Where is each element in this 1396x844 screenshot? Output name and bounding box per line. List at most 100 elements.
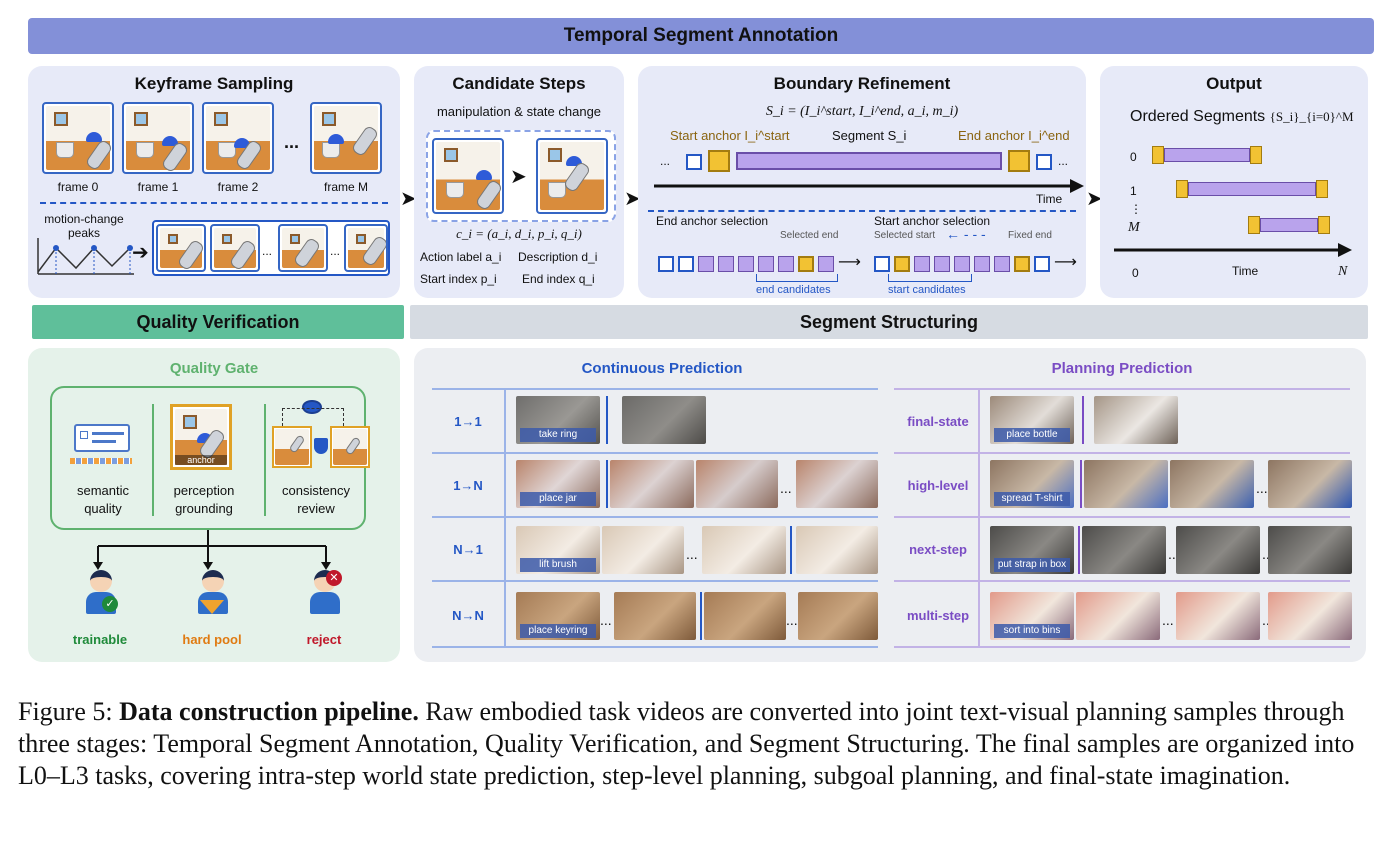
ordered-segments-math: {S_i}_{i=0}^M [1269, 109, 1354, 124]
document-icon [74, 424, 130, 452]
video-thumbnail [1076, 592, 1160, 640]
ellipsis: ... [1262, 546, 1274, 562]
table-rule [432, 646, 878, 648]
segment-cell [738, 256, 754, 272]
video-thumbnail: put strap in box [990, 526, 1074, 574]
video-thumbnail [1084, 460, 1168, 508]
row-label: high-level [907, 478, 969, 493]
table-rule [432, 580, 878, 582]
divider [152, 404, 154, 516]
continuous-prediction-title: Continuous Prediction [581, 360, 743, 377]
segment-cell [718, 256, 734, 272]
motion-curve [37, 238, 134, 275]
axis-time-label: Time [1232, 264, 1259, 278]
dashed-divider [40, 202, 388, 204]
video-thumbnail [1094, 396, 1178, 444]
consistency-frame-b [330, 426, 370, 468]
boundary-refinement-panel: Boundary Refinement S_i = (I_i^start, I_… [638, 66, 1086, 298]
axis-start-label: 0 [1132, 266, 1139, 280]
keyframe-image [42, 102, 114, 174]
divider [264, 404, 266, 516]
row-label: final-state [907, 414, 969, 429]
end-index-text: End index q_i [522, 272, 595, 286]
video-thumbnail [1082, 526, 1166, 574]
frame-cell [678, 256, 694, 272]
keyframe-sampling-panel: Keyframe Sampling ... frame 0 frame 1 fr… [28, 66, 400, 298]
step-end-image [536, 138, 608, 214]
segment-cell [698, 256, 714, 272]
video-thumbnail [1176, 526, 1260, 574]
anchor-tag: anchor [175, 455, 227, 465]
selected-end-cell [798, 256, 814, 272]
stage-arrow-icon: ➤ [624, 188, 641, 210]
panel-title: Candidate Steps [452, 74, 586, 93]
segment-cell [818, 256, 834, 272]
start-candidates-label: start candidates [888, 284, 966, 296]
keyframe-image [122, 102, 194, 174]
end-candidates-bracket [756, 274, 838, 282]
panel-title: Keyframe Sampling [134, 74, 294, 93]
table-rule [894, 646, 1350, 648]
video-thumbnail: lift brush [516, 526, 600, 574]
ellipsis: ... [262, 244, 273, 258]
segment-block [736, 152, 1002, 170]
table-rule [978, 388, 980, 648]
ellipsis: ... [660, 154, 671, 168]
panel-title: Boundary Refinement [773, 74, 951, 93]
frame-label: frame 2 [217, 180, 259, 194]
stage-title: Temporal Segment Annotation [563, 25, 839, 46]
frame-label: frame 1 [137, 180, 179, 194]
ellipsis: ... [600, 612, 612, 628]
action-label-text: Action label a_i [420, 250, 502, 264]
row-label: 1→N [453, 478, 483, 493]
panel-title: Output [1206, 74, 1262, 93]
video-thumbnail [702, 526, 786, 574]
video-thumbnail: place keyring [516, 592, 600, 640]
step-start-image [432, 138, 504, 214]
x-badge-icon: ✕ [326, 570, 342, 586]
ellipsis: ... [780, 480, 792, 496]
peak-frame-image [278, 224, 328, 272]
planning-prediction-title: Planning Prediction [1051, 360, 1193, 377]
video-thumbnail [1170, 460, 1254, 508]
end-anchor-selection-label: End anchor selection [656, 214, 769, 228]
ellipsis: ... [1168, 546, 1180, 562]
peak-frame-image [344, 224, 388, 272]
outcome-hard-pool: hard pool [182, 632, 242, 647]
temporal-segment-annotation-bar: Temporal Segment Annotation [28, 18, 1374, 54]
segment-index: 1 [1130, 184, 1137, 198]
motion-change-label: motion-change peaks [44, 212, 124, 240]
step-caption: take ring [520, 428, 596, 442]
segment-index: ⋮ [1130, 202, 1142, 216]
video-thumbnail [796, 460, 878, 508]
frame-cell [874, 256, 890, 272]
trainable-person-icon: ✓ [80, 570, 120, 616]
step-caption: put strap in box [994, 558, 1070, 572]
video-thumbnail [1268, 592, 1352, 640]
step-caption: place bottle [994, 428, 1070, 442]
table-rule [432, 388, 878, 390]
table-rule [504, 388, 506, 648]
candidate-steps-panel: Candidate Steps manipulation & state cha… [414, 66, 624, 298]
dashed-divider [648, 210, 1076, 212]
video-thumbnail [1268, 460, 1352, 508]
segment-cell [758, 256, 774, 272]
video-thumbnail: sort into bins [990, 592, 1074, 640]
frame-label: frame M [323, 180, 368, 194]
frame-cell [1034, 256, 1050, 272]
criterion-label: semantic quality [76, 483, 130, 516]
video-thumbnail [1176, 592, 1260, 640]
thumb-divider [606, 396, 608, 444]
step-caption: lift brush [520, 558, 596, 572]
video-thumbnail [798, 592, 878, 640]
fixed-end-label: Fixed end [1008, 230, 1052, 241]
ellipsis: ... [330, 244, 341, 258]
output-time-axis [1114, 243, 1352, 257]
video-thumbnail [796, 526, 878, 574]
segment-cell [994, 256, 1010, 272]
row-label: N→1 [453, 542, 483, 557]
segment-structuring-panel: Continuous Prediction Planning Predictio… [414, 348, 1366, 662]
candidate-formula: c_i = (a_i, d_i, p_i, q_i) [456, 226, 582, 241]
stage-title: Quality Verification [136, 311, 300, 332]
segment-index: M [1128, 220, 1140, 235]
